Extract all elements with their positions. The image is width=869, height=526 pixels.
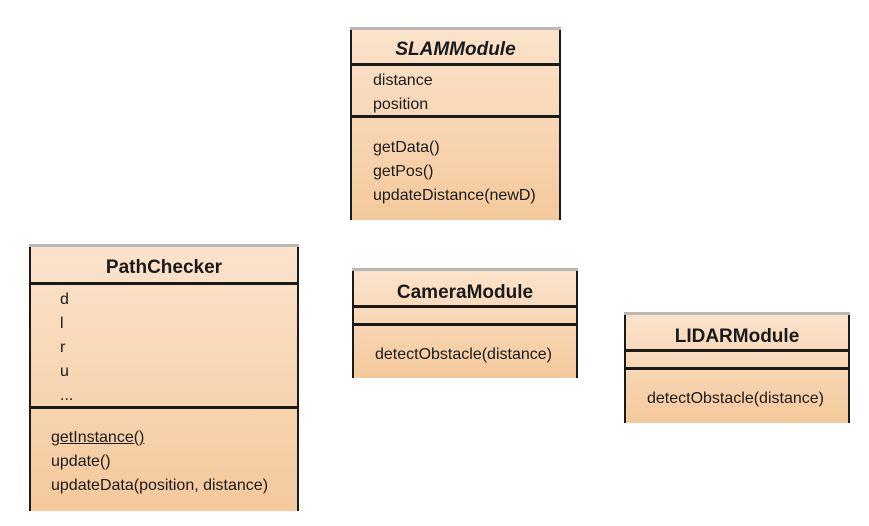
operations-compartment: getInstance() update() updateData(positi… bbox=[31, 409, 297, 498]
class-name: SLAMModule bbox=[352, 30, 559, 66]
attributes-compartment bbox=[626, 352, 848, 370]
attribute: distance bbox=[373, 72, 433, 89]
operations-compartment: getData() getPos() updateDistance(newD) bbox=[352, 118, 559, 208]
attributes-compartment: d l r u ... bbox=[31, 285, 297, 409]
operation: detectObstacle(distance) bbox=[375, 346, 552, 363]
operation: updateDistance(newD) bbox=[373, 187, 536, 204]
attribute: u bbox=[60, 363, 69, 380]
attribute: position bbox=[373, 96, 429, 113]
attribute: l bbox=[60, 315, 64, 332]
class-path-checker[interactable]: PathChecker d l r u ... getInstance() up… bbox=[29, 244, 299, 511]
attribute: d bbox=[60, 291, 69, 308]
attributes-compartment: distance position bbox=[352, 66, 559, 118]
operation: updateData(position, distance) bbox=[51, 477, 269, 494]
class-lidar-module[interactable]: LIDARModule detectObstacle(distance) bbox=[624, 312, 850, 423]
class-name: PathChecker bbox=[31, 247, 297, 285]
operation: update() bbox=[51, 453, 111, 470]
class-name: CameraModule bbox=[354, 271, 576, 308]
operation: getPos() bbox=[373, 163, 434, 180]
operation: getData() bbox=[373, 139, 440, 156]
operations-compartment: detectObstacle(distance) bbox=[626, 370, 848, 411]
operation-static: getInstance() bbox=[51, 429, 145, 446]
class-slam-module[interactable]: SLAMModule distance position getData() g… bbox=[350, 27, 561, 220]
class-camera-module[interactable]: CameraModule detectObstacle(distance) bbox=[352, 268, 578, 378]
attribute: ... bbox=[60, 387, 74, 404]
attributes-compartment bbox=[354, 308, 576, 326]
operations-compartment: detectObstacle(distance) bbox=[354, 326, 576, 367]
class-name: LIDARModule bbox=[626, 315, 848, 352]
operation: detectObstacle(distance) bbox=[647, 390, 824, 407]
attribute: r bbox=[60, 339, 66, 356]
